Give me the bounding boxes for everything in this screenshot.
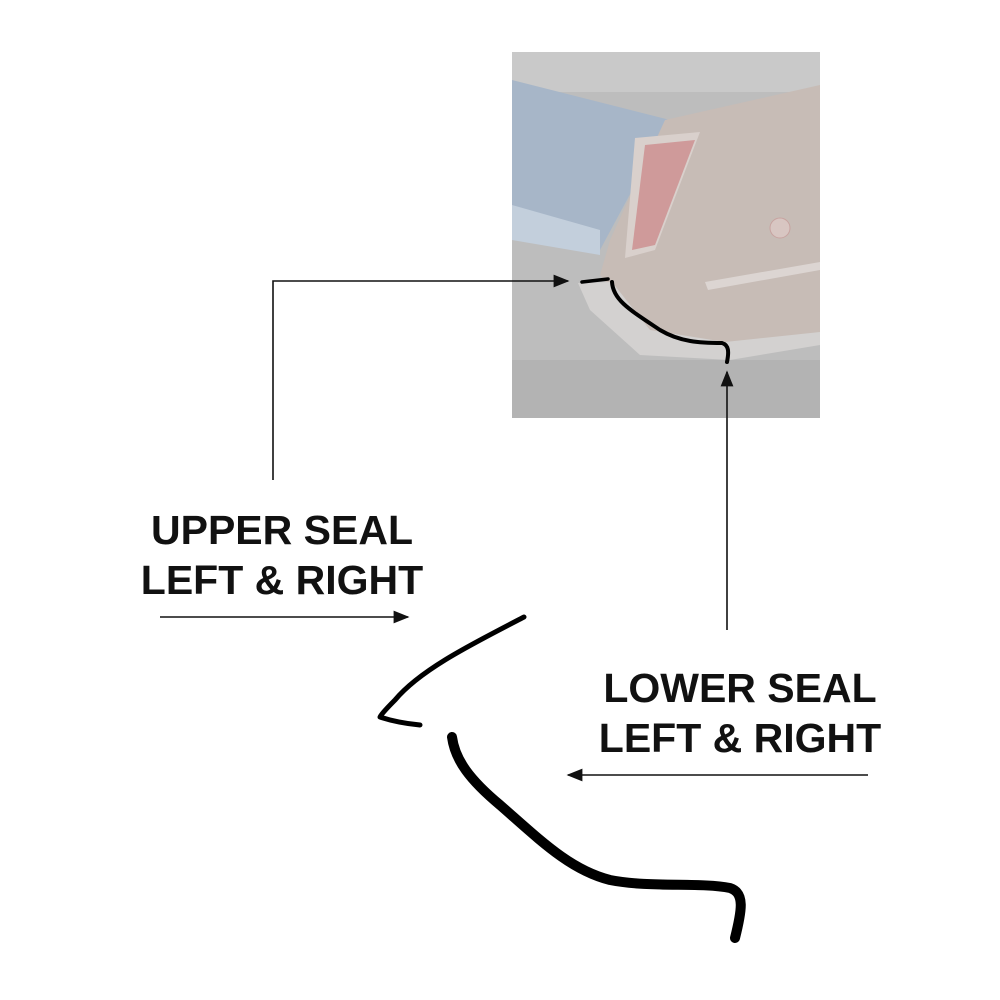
car-photo	[512, 52, 820, 418]
lower-seal-line2: LEFT & RIGHT	[598, 715, 882, 761]
upper-seal-line2: LEFT & RIGHT	[140, 557, 424, 603]
photo-seal-marks	[580, 277, 731, 364]
lower-seal-line1: LOWER SEAL	[603, 665, 877, 711]
upper-seal-line1: UPPER SEAL	[151, 507, 413, 553]
upper-leader-arrow	[272, 274, 570, 480]
lower-seal-label: LOWER SEAL LEFT & RIGHT	[578, 663, 902, 763]
lower-seal-part	[447, 732, 746, 943]
leader-arrows	[160, 274, 868, 782]
seal-parts	[377, 614, 746, 943]
upper-seal-part	[377, 614, 527, 728]
upper-seal-label: UPPER SEAL LEFT & RIGHT	[122, 505, 442, 605]
